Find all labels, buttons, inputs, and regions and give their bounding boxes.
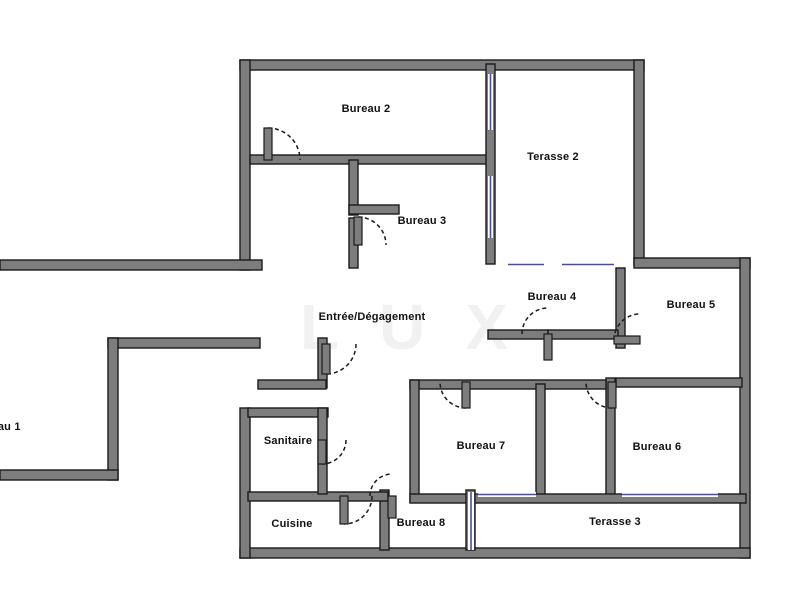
wall-interior-b6-b7-bottom (409, 493, 747, 504)
doors-layer (263, 127, 641, 525)
wall-left-wing-vert (107, 337, 119, 481)
door-bureau-8-arc (369, 473, 393, 497)
door-entree-arc (325, 343, 357, 375)
door-bureau-7-leaf (461, 381, 471, 409)
wall-outer-top (239, 59, 645, 71)
window-terasse2-bottom-b (562, 262, 614, 267)
wall-interior-b4-right (547, 329, 619, 340)
door-bureau-2 (263, 127, 301, 161)
wall-interior-b4-bottom (487, 329, 549, 340)
window-b8-divider (468, 492, 474, 550)
door-entree-leaf (321, 343, 331, 375)
wall-outer-left-lower (239, 407, 251, 559)
wall-left-wing-bottom (0, 469, 119, 481)
door-sanitaire-leaf (317, 439, 327, 465)
door-cuisine (339, 495, 373, 525)
door-bureau-6 (585, 381, 617, 409)
door-bureau-6-leaf (607, 381, 617, 409)
wall-interior-b7-left (409, 379, 420, 503)
door-bureau-3-leaf (353, 216, 363, 246)
wall-interior-sanit-top (247, 407, 329, 418)
door-bureau-3-arc (357, 216, 387, 246)
door-bureau-5-leaf (613, 335, 641, 345)
wall-left-wing-top (0, 259, 263, 271)
door-bureau-2-arc (267, 127, 301, 161)
window-terasse3-bottom (622, 492, 718, 497)
window-terasse2-left-mid (488, 176, 493, 238)
wall-interior-b8-left (379, 489, 390, 551)
door-sanitaire-arc (321, 439, 347, 465)
wall-interior-entree-horiz (257, 379, 327, 390)
door-entree (321, 343, 357, 375)
door-sanitaire (317, 439, 347, 465)
door-bureau-6-arc (585, 381, 613, 409)
door-bureau-3 (353, 216, 387, 246)
door-bureau-7 (439, 381, 471, 409)
wall-interior-b4-b5-wall (615, 267, 626, 349)
door-cuisine-leaf (339, 495, 349, 525)
door-bureau-5-arc (613, 313, 641, 341)
wall-interior-b3-left (348, 159, 359, 216)
wall-interior-b3-top (348, 204, 400, 215)
wall-outer-right (739, 257, 751, 559)
door-bureau-8-leaf (387, 495, 397, 519)
wall-interior-b7-right (535, 383, 546, 503)
door-bureau-8 (369, 473, 397, 519)
door-cuisine-arc (343, 495, 373, 525)
wall-outer-right-terasse2 (633, 59, 645, 266)
wall-outer-left-upper (239, 59, 251, 271)
wall-interior-b2-bottom (249, 154, 491, 165)
window-terasse2-left-upper (488, 74, 493, 130)
window-b7-bottom (478, 492, 536, 497)
door-bureau-4 (521, 307, 553, 361)
wall-left-wing-mid-top (107, 337, 261, 349)
wall-interior-terasse2-left (485, 63, 496, 265)
wall-outer-top-right-wing (633, 257, 751, 269)
door-bureau-4-arc (521, 307, 549, 335)
window-terasse2-bottom-a (508, 262, 544, 267)
door-bureau-5 (613, 313, 641, 345)
door-bureau-4-leaf (543, 333, 553, 361)
door-bureau-2-leaf (263, 127, 273, 161)
wall-outer-bottom (239, 547, 751, 559)
wall-interior-b5-bottom (615, 377, 743, 388)
windows-layer (468, 74, 718, 550)
door-bureau-7-arc (439, 381, 467, 409)
walls-layer (0, 59, 751, 559)
